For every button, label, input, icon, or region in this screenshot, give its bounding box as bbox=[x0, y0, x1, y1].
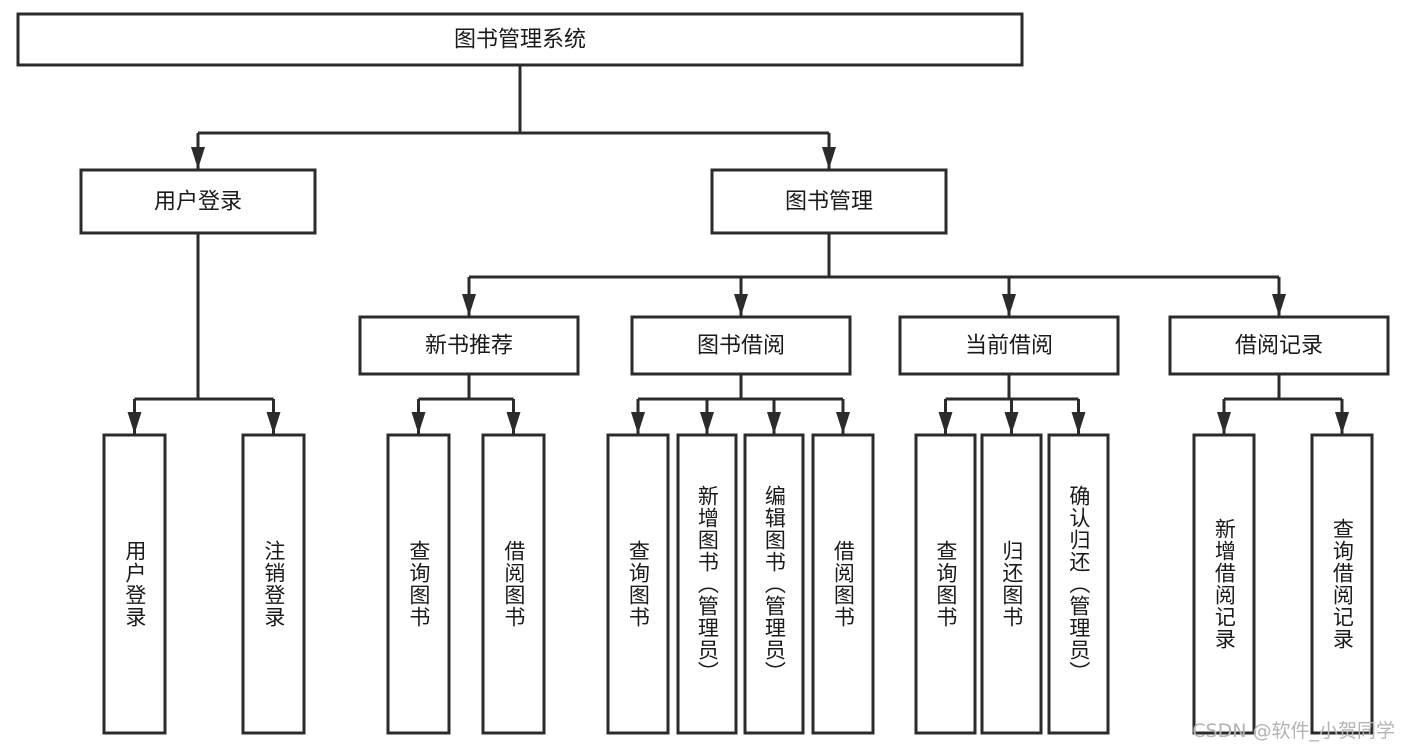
leaf-node-box-7[interactable] bbox=[811, 433, 875, 735]
arrow-head-icon bbox=[266, 412, 281, 434]
leaf-node-box-10[interactable] bbox=[1047, 433, 1110, 735]
level3-node-label-1: 图书借阅 bbox=[697, 334, 785, 359]
connectors-layer bbox=[127, 65, 1349, 434]
arrow-head-icon bbox=[836, 412, 850, 434]
level2-node-label-0: 用户登录 bbox=[154, 190, 242, 215]
leaf-node-box-0[interactable] bbox=[102, 433, 167, 735]
leaf-node-box-3[interactable] bbox=[481, 433, 546, 735]
arrow-head-icon bbox=[1217, 412, 1231, 434]
arrow-head-icon bbox=[734, 294, 748, 316]
leaf-node-box-12[interactable] bbox=[1310, 433, 1374, 735]
level3-node-box-1[interactable] bbox=[630, 315, 852, 376]
arrow-head-icon bbox=[822, 147, 836, 169]
root-node-box[interactable] bbox=[16, 12, 1024, 67]
arrow-head-icon bbox=[411, 412, 426, 434]
leaf-node-box-1[interactable] bbox=[241, 433, 306, 735]
arrow-head-icon bbox=[938, 412, 953, 434]
arrow-head-icon bbox=[700, 412, 714, 434]
arrow-head-icon bbox=[1071, 412, 1086, 434]
leaf-node-box-2[interactable] bbox=[386, 433, 451, 735]
level3-node-label-2: 当前借阅 bbox=[965, 334, 1053, 359]
arrow-head-icon bbox=[767, 412, 781, 434]
arrow-head-icon bbox=[191, 147, 205, 169]
level3-node-box-2[interactable] bbox=[898, 315, 1120, 376]
level3-node-box-3[interactable] bbox=[1168, 315, 1390, 376]
arrow-head-icon bbox=[1004, 412, 1019, 434]
level3-node-label-0: 新书推荐 bbox=[425, 334, 513, 359]
level2-node-box-1[interactable] bbox=[710, 168, 948, 235]
leaf-node-box-8[interactable] bbox=[914, 433, 977, 735]
leaf-node-box-5[interactable] bbox=[676, 433, 738, 735]
arrow-head-icon bbox=[1002, 294, 1016, 316]
level3-node-label-3: 借阅记录 bbox=[1235, 334, 1323, 359]
arrow-head-icon bbox=[631, 412, 645, 434]
root-node-label: 图书管理系统 bbox=[454, 28, 586, 53]
level2-node-box-0[interactable] bbox=[79, 168, 317, 235]
arrow-head-icon bbox=[127, 412, 142, 434]
boxes-layer bbox=[16, 12, 1390, 735]
watermark-text: CSDN @软件_小贺同学 bbox=[1192, 720, 1395, 742]
leaf-node-box-11[interactable] bbox=[1192, 433, 1256, 735]
level3-node-box-0[interactable] bbox=[358, 315, 580, 376]
level2-node-label-1: 图书管理 bbox=[785, 190, 873, 215]
arrow-head-icon bbox=[1272, 294, 1286, 316]
arrow-head-icon bbox=[462, 294, 476, 316]
leaf-node-box-9[interactable] bbox=[980, 433, 1043, 735]
leaf-node-box-6[interactable] bbox=[743, 433, 805, 735]
arrow-head-icon bbox=[1335, 412, 1349, 434]
leaf-node-box-4[interactable] bbox=[606, 433, 670, 735]
arrow-head-icon bbox=[506, 412, 521, 434]
